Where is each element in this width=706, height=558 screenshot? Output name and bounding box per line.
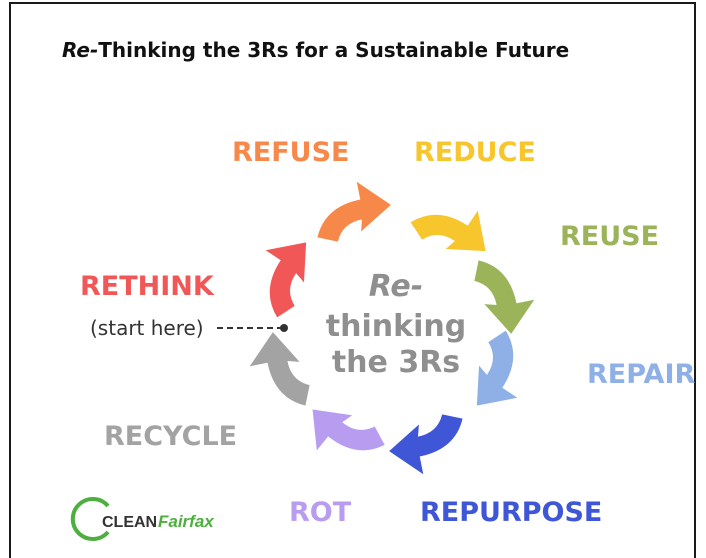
label-repurpose: REPURPOSE [420, 497, 602, 528]
start-dot [280, 324, 288, 332]
start-here-note: (start here) [90, 316, 204, 340]
center-line-1: Re- [369, 269, 423, 304]
center-line-2: thinking [326, 309, 466, 344]
title-emphasis: Re- [62, 38, 99, 62]
title-rest: Thinking the 3Rs for a Sustainable Futur… [98, 38, 570, 62]
logo-word-clean: CLEAN [102, 514, 157, 531]
arrow-rot [294, 386, 389, 482]
arrow-reuse [472, 255, 538, 337]
poster-frame [9, 2, 696, 558]
arrow-refuse [312, 178, 394, 244]
center-line-3: the 3Rs [332, 345, 460, 380]
logo-ring-arc [70, 497, 110, 541]
arrow-recycle [246, 329, 312, 411]
label-recycle: RECYCLE [104, 421, 237, 452]
label-rethink: RETHINK [80, 271, 215, 302]
arrow-rethink [237, 225, 331, 322]
page-title: Re-Thinking the 3Rs for a Sustainable Fu… [62, 38, 569, 62]
label-refuse: REFUSE [232, 137, 350, 168]
arrow-repair [452, 326, 546, 423]
label-repair: REPAIR [587, 359, 695, 390]
clean-fairfax-logo: CLEAN Fairfax [70, 497, 215, 541]
label-rot: ROT [289, 497, 352, 528]
label-reuse: REUSE [560, 221, 659, 252]
arrow-repurpose [386, 412, 468, 478]
logo-word-fairfax: Fairfax [158, 512, 215, 531]
arrow-reduce [406, 182, 503, 276]
label-reduce: REDUCE [414, 137, 536, 168]
